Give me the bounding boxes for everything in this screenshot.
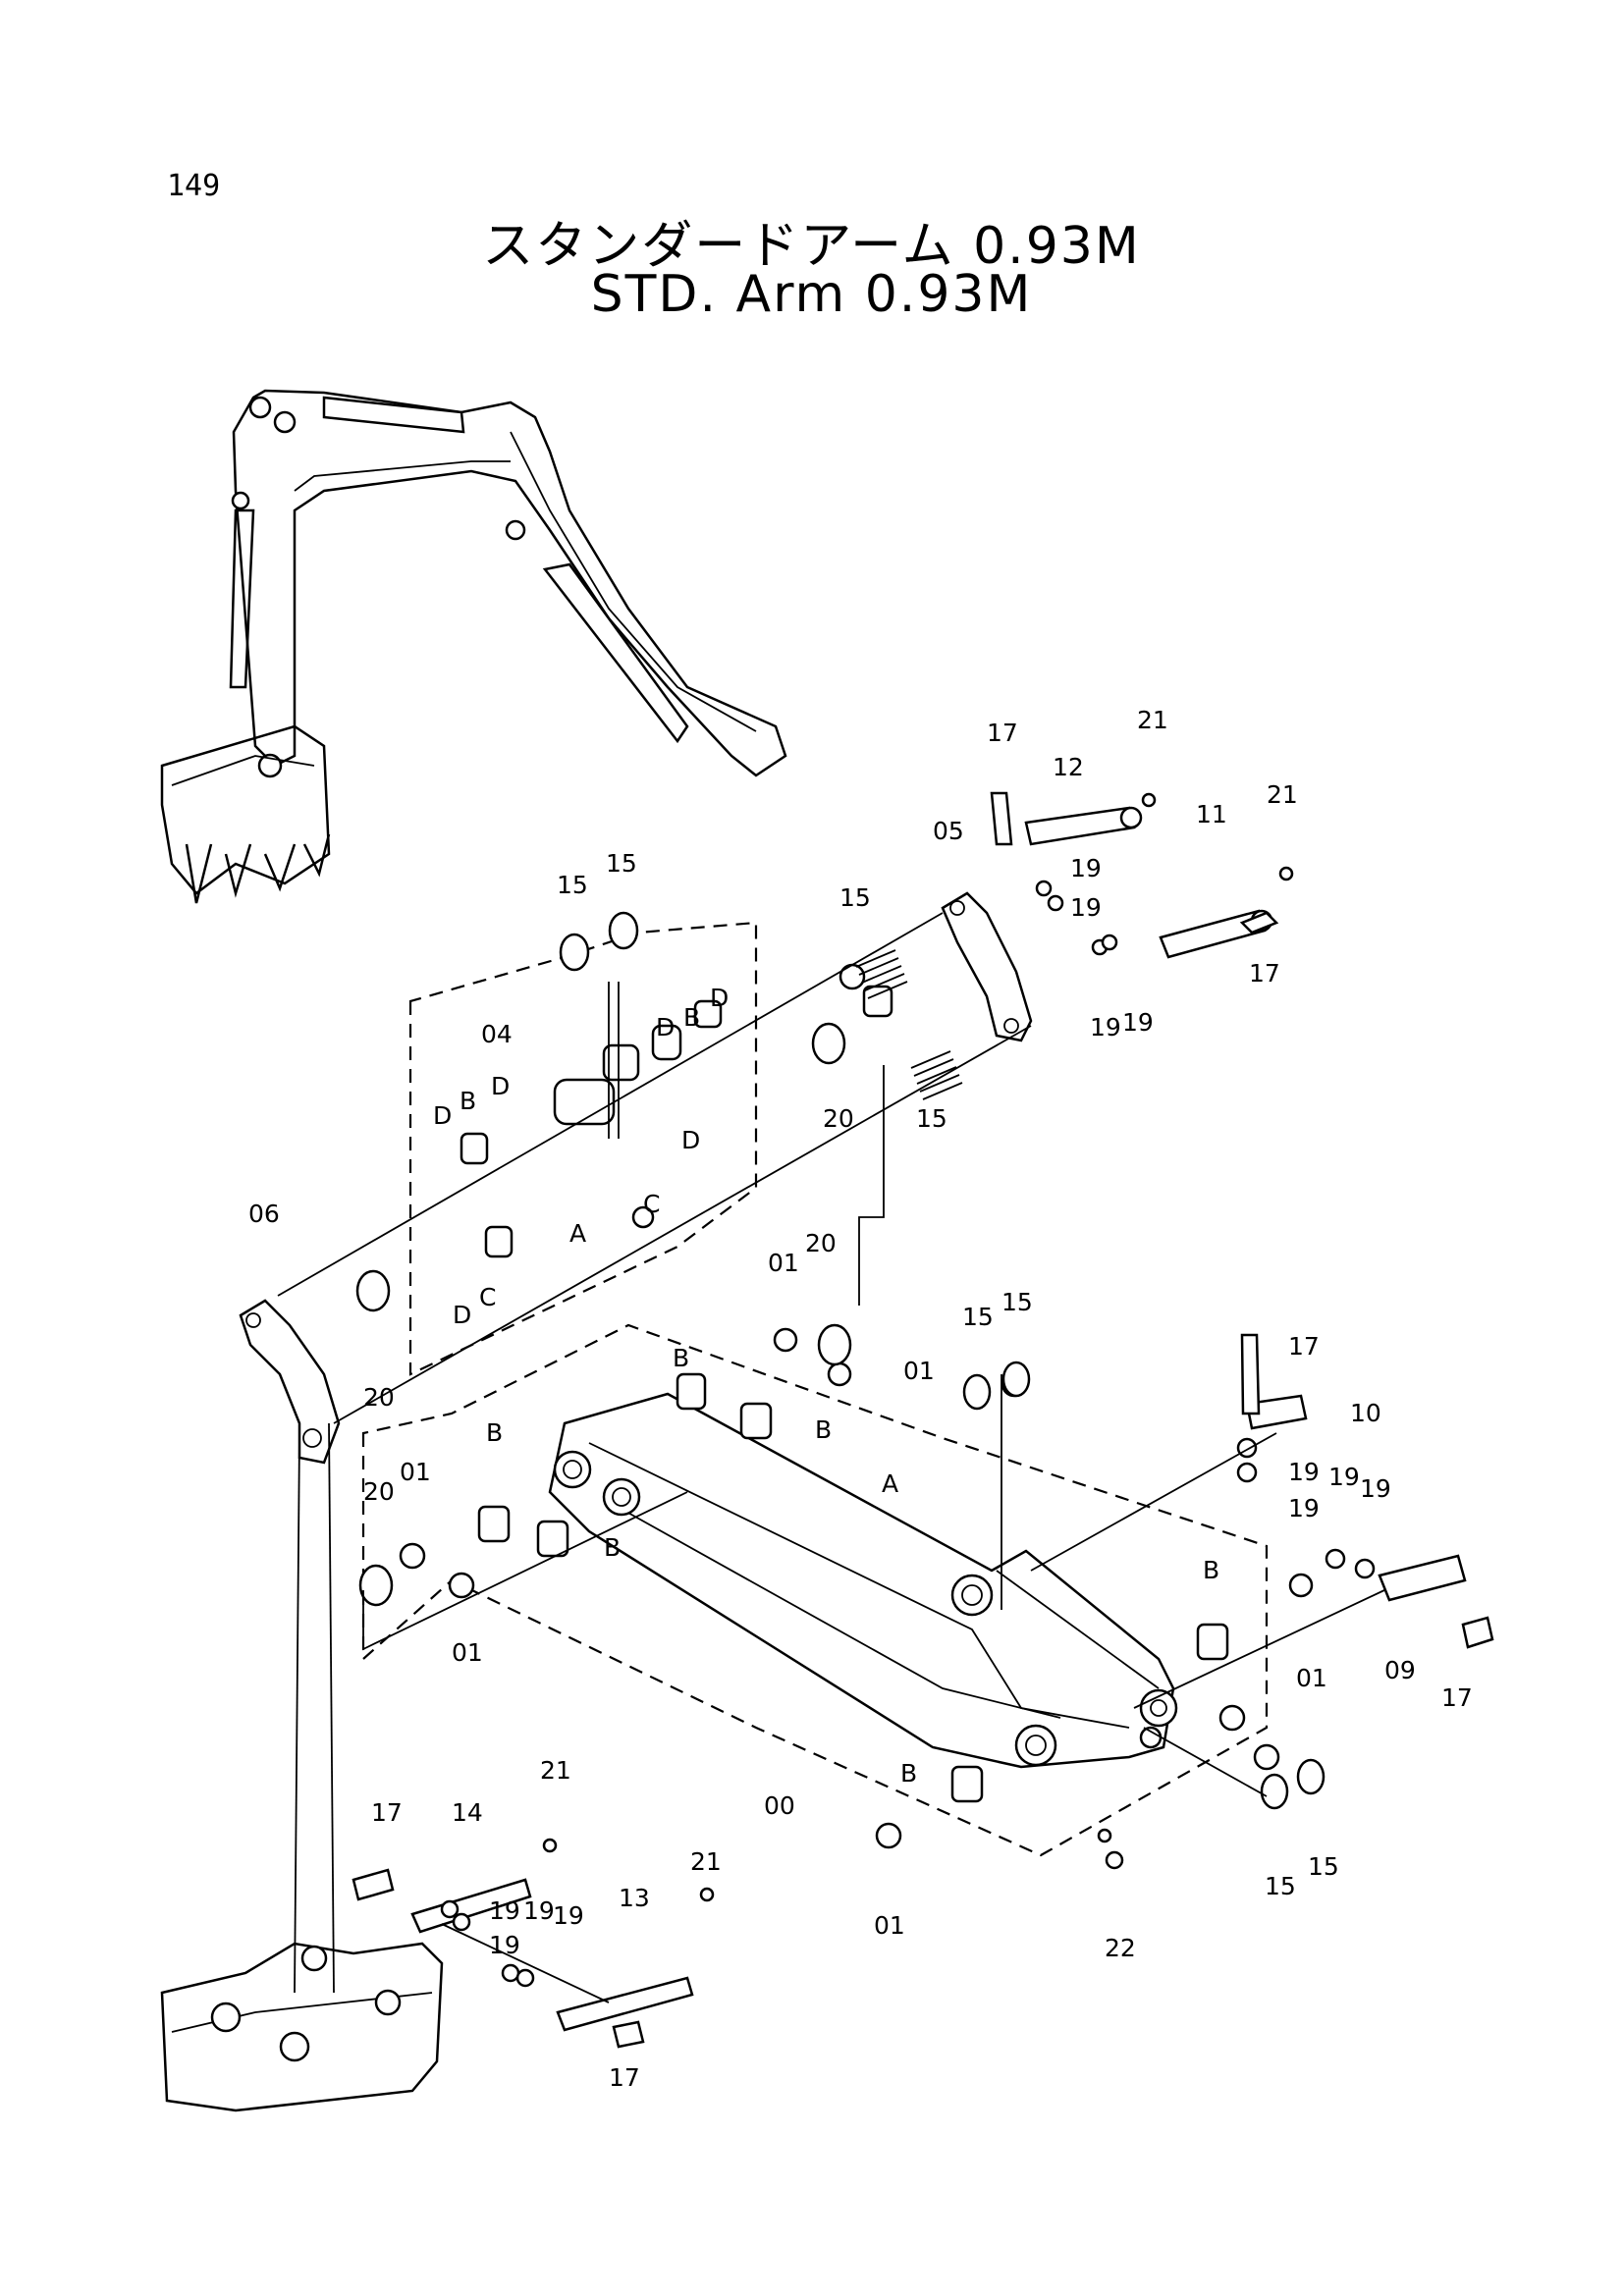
callout: B xyxy=(900,1759,917,1788)
callout: 19 xyxy=(553,1901,584,1930)
callout: 10 xyxy=(1350,1399,1381,1427)
callout: 19 xyxy=(1288,1458,1320,1486)
callout: 06 xyxy=(248,1200,280,1228)
callout: A xyxy=(882,1469,898,1498)
callout: 00 xyxy=(764,1791,795,1820)
callout: 21 xyxy=(540,1756,571,1785)
callout: B xyxy=(683,1003,700,1032)
callout: 22 xyxy=(1105,1934,1136,1962)
callout: 17 xyxy=(1288,1332,1320,1361)
callout: D xyxy=(433,1101,452,1130)
callout: 19 xyxy=(1070,854,1102,882)
callout: 17 xyxy=(1441,1683,1473,1712)
leader-lines xyxy=(277,912,1385,2003)
callout: D xyxy=(656,1013,675,1041)
callout: 09 xyxy=(1384,1656,1416,1684)
arm-body xyxy=(548,1392,1178,1769)
callout: 15 xyxy=(557,871,588,899)
callout: 15 xyxy=(1308,1852,1339,1881)
callout: D xyxy=(681,1126,700,1154)
callout: 15 xyxy=(962,1303,994,1331)
callout: 19 xyxy=(523,1896,555,1925)
callout: 15 xyxy=(839,883,871,912)
callout: D xyxy=(453,1301,471,1329)
callout: 01 xyxy=(903,1357,935,1385)
callout: B xyxy=(815,1415,832,1444)
callout: 17 xyxy=(609,2063,640,2092)
callout: 19 xyxy=(489,1896,520,1925)
callout: 21 xyxy=(690,1847,722,1876)
callout: 17 xyxy=(987,719,1018,747)
callout: 19 xyxy=(1288,1494,1320,1522)
callout: 20 xyxy=(363,1477,395,1506)
callout: C xyxy=(479,1283,496,1311)
callout: 15 xyxy=(1001,1288,1033,1316)
callout: 19 xyxy=(1328,1463,1360,1491)
callout: 19 xyxy=(489,1931,520,1959)
title-japanese: スタンダードアーム 0.93M xyxy=(482,217,1141,276)
callout: 01 xyxy=(1296,1664,1327,1692)
excavator-overview-illustration xyxy=(160,389,787,904)
callout: 04 xyxy=(481,1020,513,1048)
callout: 19 xyxy=(1090,1013,1121,1041)
link-05 xyxy=(941,891,1033,1042)
callout: 20 xyxy=(823,1104,854,1133)
arm-assembly-00-outline xyxy=(361,1323,1269,1857)
callout: 19 xyxy=(1360,1474,1391,1503)
callout: 21 xyxy=(1267,780,1298,809)
callout: 19 xyxy=(1070,893,1102,922)
callout: B xyxy=(673,1344,689,1372)
pins xyxy=(410,806,1467,2032)
springs xyxy=(355,911,1325,1810)
callout: 17 xyxy=(1249,959,1280,988)
callout: 15 xyxy=(916,1104,947,1133)
link-06 xyxy=(239,1299,341,1465)
callout: 15 xyxy=(606,849,637,878)
callout: 01 xyxy=(874,1911,905,1940)
callout: 15 xyxy=(1265,1872,1296,1900)
callout: 13 xyxy=(619,1884,650,1912)
callout: D xyxy=(710,984,729,1012)
callout: 19 xyxy=(1122,1008,1154,1037)
bucket-overview-illustration xyxy=(160,1942,444,2112)
callout: 14 xyxy=(452,1798,483,1827)
callout: 01 xyxy=(768,1249,799,1277)
callout: 01 xyxy=(400,1458,431,1486)
callout: B xyxy=(460,1087,476,1115)
callout: 17 xyxy=(371,1798,403,1827)
page-number: 149 xyxy=(167,169,221,203)
callout: B xyxy=(1203,1556,1219,1584)
callout: 20 xyxy=(805,1229,837,1257)
callout: C xyxy=(643,1190,660,1218)
title-english: STD. Arm 0.93M xyxy=(590,265,1033,324)
callout: D xyxy=(491,1072,510,1100)
callout: 11 xyxy=(1196,800,1227,828)
callout-labels: 17 12 21 21 11 05 19 19 17 19 19 15 15 1… xyxy=(248,706,1473,2092)
callout: 01 xyxy=(452,1638,483,1667)
callout: B xyxy=(604,1533,621,1562)
callout: A xyxy=(569,1219,586,1248)
callout: 12 xyxy=(1053,753,1084,781)
callout: B xyxy=(486,1418,503,1447)
callout: 05 xyxy=(933,817,964,845)
callout: 21 xyxy=(1137,706,1168,734)
callout: 20 xyxy=(363,1383,395,1412)
